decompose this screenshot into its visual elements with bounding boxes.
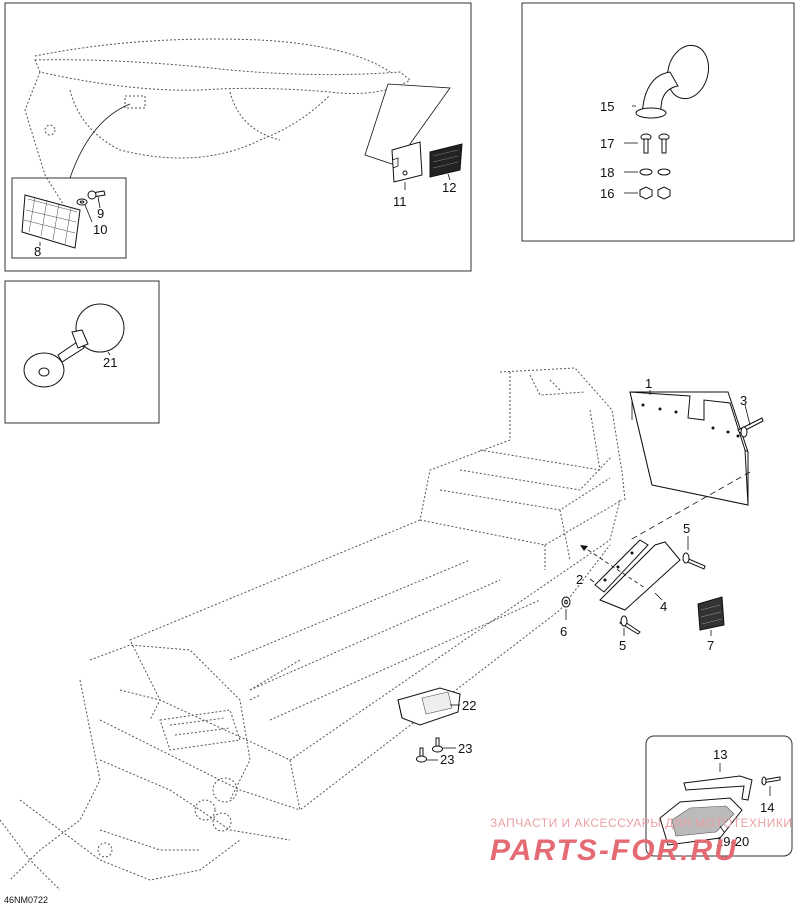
- callout-11: 11: [393, 194, 407, 209]
- screw-part-9: [87, 190, 106, 200]
- callout-21: 21: [103, 355, 117, 370]
- screw-part-17: [640, 133, 670, 154]
- callout-23-upper: 23: [458, 741, 472, 756]
- callout-16: 16: [600, 186, 614, 201]
- callout-15: 15: [600, 99, 614, 114]
- callout-4: 4: [660, 599, 667, 614]
- reflector-part-12: [429, 143, 463, 178]
- callout-22: 22: [462, 698, 476, 713]
- watermark: ЗАПЧАСТИ И АКСЕССУАРЫ ДЛЯ МОТОТЕХНИКИ PA…: [490, 816, 792, 867]
- reflector-part-8: [21, 194, 81, 249]
- nut-part-16: [639, 186, 671, 200]
- callout-7: 7: [707, 638, 714, 653]
- callout-17: 17: [600, 136, 614, 151]
- callout-5-lower: 5: [619, 638, 626, 653]
- bracket-part-11: [391, 141, 423, 183]
- callout-1: 1: [645, 376, 652, 391]
- reference-code: 46NM0722: [4, 895, 48, 905]
- washer-part-6: [561, 596, 571, 608]
- panel-seat-reflectors: 8 9 10 11 12: [4, 2, 472, 272]
- rivet-part-5-lower: [619, 615, 641, 635]
- rivet-part-5-upper: [682, 552, 706, 570]
- callout-10: 10: [93, 222, 107, 237]
- reflector-part-7: [697, 596, 725, 631]
- callout-12: 12: [442, 180, 456, 195]
- washer-part-10: [76, 198, 88, 206]
- callout-3: 3: [740, 393, 747, 408]
- callout-18: 18: [600, 165, 614, 180]
- guard-part-22: [397, 687, 461, 726]
- mirror-part-15: [635, 44, 710, 119]
- flap-bracket-part-2: [594, 539, 649, 593]
- callout-23-lower: 23: [440, 752, 454, 767]
- panel-rear-bumper-inset: 13 14 19-20: [645, 735, 793, 857]
- callout-6: 6: [560, 624, 567, 639]
- screw-part-23: [416, 737, 443, 763]
- horn-part-21: [23, 303, 125, 388]
- frame-tunnel: [0, 367, 626, 891]
- callout-14: 14: [760, 800, 774, 815]
- rivet-part-14: [761, 776, 781, 786]
- snow-flap-part-1: [629, 391, 749, 506]
- panel-mirror: 15 17 18 16: [521, 2, 795, 242]
- washer-part-18: [639, 168, 671, 176]
- watermark-tagline: ЗАПЧАСТИ И АКСЕССУАРЫ ДЛЯ МОТОТЕХНИКИ: [490, 816, 792, 830]
- callout-2: 2: [576, 572, 583, 587]
- bumper-part-19-20: [659, 797, 743, 846]
- panel-horn: 21: [4, 280, 160, 424]
- callout-19-20: 19-20: [716, 834, 749, 849]
- callout-8: 8: [34, 244, 41, 259]
- bracket-part-13: [683, 775, 753, 801]
- watermark-logo-text: PARTS-FOR.RU: [490, 834, 738, 867]
- callout-9: 9: [97, 206, 104, 221]
- callout-5-upper: 5: [683, 521, 690, 536]
- rivet-part-3: [737, 417, 764, 438]
- flap-cover-part-4: [599, 541, 681, 611]
- callout-13: 13: [713, 747, 727, 762]
